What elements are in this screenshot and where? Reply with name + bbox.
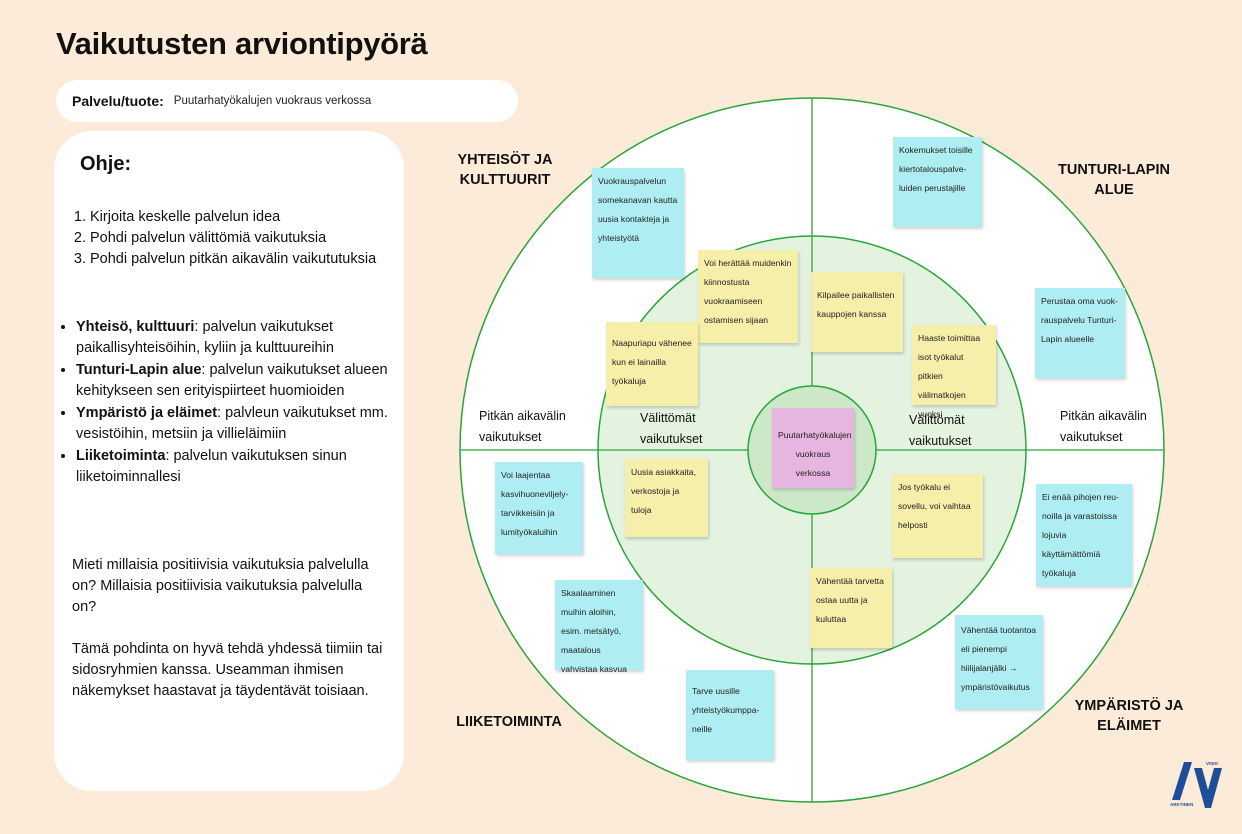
sticky-note[interactable]: Uusia asiakkaita, verkostoja ja tuloja [625,459,708,537]
sticky-note[interactable]: Haaste toimittaa isot työkalut pitkien v… [912,325,996,419]
bullet-term: Ympäristö ja eläimet [76,405,218,421]
step-item: Pohdi palvelun pitkän aikavälin vaikutut… [90,249,400,270]
bullet-term: Tunturi-Lapin alue [76,362,202,378]
page-title: Vaikutusten arviontipyörä [56,26,428,61]
sticky-note[interactable]: Jos työkalu ei sovellu, voi vaihtaa help… [892,474,983,558]
logo-bottom-text: ARKTINEN [1170,802,1193,807]
ring-label-long-term-right: Pitkän aikavälin vaikutukset [1060,409,1147,444]
instructions-paragraph: Mieti millaisia positiivisia vaikutuksia… [72,557,369,615]
quadrant-label-top-left: YHTEISÖT JA KULTTUURIT [457,152,553,188]
ring-label-immediate-right: Välittömät vaikutukset [909,413,972,448]
sticky-note[interactable]: Vuokrauspalvelun somekanavan kautta uusi… [592,168,684,278]
service-field[interactable]: Palvelu/tuote: Puutarhatyökalujen vuokra… [56,80,518,122]
av-logo-icon: VISIO ARKTINEN [1168,756,1224,812]
quadrant-label-top-right: TUNTURI-LAPIN ALUE [1058,162,1170,198]
sticky-note[interactable]: Kokemukset toisille kiertotalouspalve-lu… [893,137,982,227]
service-value[interactable]: Puutarhatyökalujen vuokraus verkossa [173,95,372,107]
step-item: Pohdi palvelun välittömiä vaikutuksia [90,228,400,249]
sticky-note[interactable]: Naapuriapu vähenee kun ei lainailla työk… [606,322,698,406]
sticky-note[interactable]: Kilpailee paikallisten kauppojen kanssa [811,272,903,352]
quadrant-descriptions: Yhteisö, kulttuuri: palvelun vaikutukset… [58,317,396,489]
bullet-item: Tunturi-Lapin alue: palvelun vaikutukset… [76,360,396,402]
sticky-note[interactable]: Perustaa oma vuok-rauspalvelu Tunturi-La… [1035,288,1125,378]
quadrant-label-bottom-left: LIIKETOIMINTA [456,714,562,730]
sticky-note[interactable]: Voi laajentaa kasvihuoneviljely-tarvikke… [495,462,583,554]
quadrant-label-bottom-right: YMPÄRISTÖ JA ELÄIMET [1074,698,1184,734]
step-item: Kirjoita keskelle palvelun idea [90,207,400,228]
instructions-paragraph: Tämä pohdinta on hyvä tehdä yhdessä tiim… [72,641,383,699]
sticky-note[interactable]: Vähentää tuotantoa eli pienempi hiilijal… [955,615,1043,709]
ring-label-immediate-left: Välittömät vaikutukset [640,411,703,446]
bullet-text: : palvelun vaikutuksen sinun liiketoimin… [76,448,347,485]
service-label: Palvelu/tuote: [72,93,164,109]
center-note[interactable]: Puutarhatyökalujen vuokraus verkossa [772,408,854,488]
instructions-panel: Ohje: Kirjoita keskelle palvelun idea Po… [54,131,404,791]
bullet-text: : palvelun vaikutukset paikallisyhteisöi… [76,319,334,356]
sticky-note[interactable]: Voi herättää muidenkin kiinnostusta vuok… [698,250,798,343]
bullet-item: Liiketoiminta: palvelun vaikutuksen sinu… [76,446,396,488]
bullet-term: Yhteisö, kulttuuri [76,319,195,335]
sticky-note[interactable]: Vähentää tarvetta ostaa uutta ja kulutta… [810,568,892,648]
bullet-term: Liiketoiminta [76,448,166,464]
ring-label-long-term-left: Pitkän aikavälin vaikutukset [479,409,566,444]
bullet-item: Yhteisö, kulttuuri: palvelun vaikutukset… [76,317,396,359]
bullet-text: : palvleun vaikutukset mm. vesistöihin, … [76,405,388,442]
instruction-steps: Kirjoita keskelle palvelun idea Pohdi pa… [72,207,400,270]
sticky-note[interactable]: Skaalaaminen muihin aloihin, esim. metsä… [555,580,643,674]
bullet-text: : palvelun vaikutukset alueen kehityksee… [76,362,388,399]
sticky-note[interactable]: Ei enää pihojen reu-noilla ja varastoiss… [1036,484,1132,586]
sticky-note[interactable]: Tarve uusille yhteistyökumppa-neille [686,670,774,760]
logo-top-text: VISIO [1206,761,1219,766]
bullet-item: Ympäristö ja eläimet: palvleun vaikutuks… [76,403,396,445]
instructions-title: Ohje: [80,153,132,175]
